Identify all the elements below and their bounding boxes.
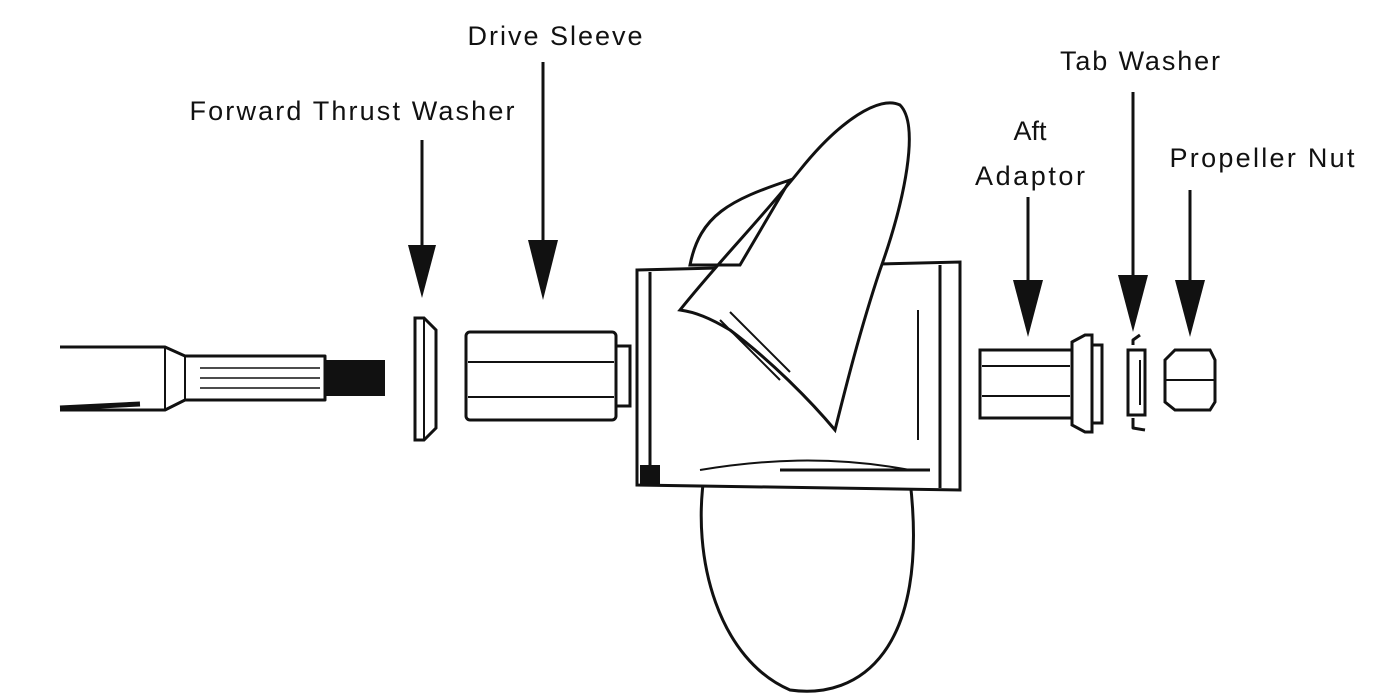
arrow-forward-thrust-washer: [408, 140, 436, 298]
aft-adaptor: [978, 333, 1104, 434]
arrow-drive-sleeve: [528, 62, 558, 300]
arrow-propeller-nut: [1175, 190, 1205, 337]
propeller-shaft: [59, 345, 385, 412]
arrow-tab-washer: [1118, 92, 1148, 332]
label-drive-sleeve: Drive Sleeve: [468, 21, 643, 51]
tab-washer: [1126, 333, 1147, 432]
forward-thrust-washer: [413, 316, 438, 442]
label-tab-washer: Tab Washer: [1060, 46, 1220, 76]
drive-sleeve: [464, 330, 632, 422]
propeller-nut: [1163, 348, 1217, 412]
label-forward-thrust-washer: Forward Thrust Washer: [190, 96, 515, 126]
propeller: [635, 101, 962, 693]
label-aft-adaptor-line2: Adaptor: [975, 161, 1085, 191]
label-aft-adaptor-line1: Aft: [1013, 116, 1047, 146]
arrow-aft-adaptor: [1013, 197, 1043, 337]
label-propeller-nut: Propeller Nut: [1170, 143, 1355, 173]
